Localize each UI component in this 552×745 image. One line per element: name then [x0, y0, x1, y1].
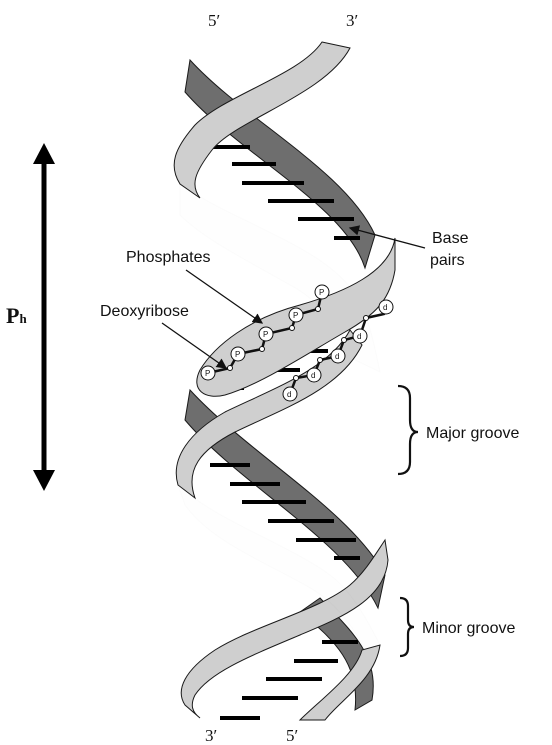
- pitch-arrow: [33, 143, 55, 491]
- base-pair-bar: [232, 162, 276, 166]
- base-pairs-label-line1: Base: [432, 230, 469, 247]
- base-pair-bar: [296, 538, 356, 542]
- linker-dot: [294, 376, 299, 381]
- base-pairs-label-line2: pairs: [430, 252, 465, 269]
- major-groove-brace: [398, 386, 418, 474]
- base-pair-bar: [230, 482, 280, 486]
- linker-dot: [228, 366, 233, 371]
- deoxyribose-label: Deoxyribose: [100, 303, 189, 320]
- linker-dot: [316, 307, 321, 312]
- major-groove-label: Major groove: [426, 425, 519, 442]
- phosphates-label: Phosphates: [126, 249, 211, 266]
- deoxyribose-bead-label: d: [335, 352, 339, 361]
- strand-end-bottom-right: 5′: [286, 726, 298, 745]
- deoxyribose-bead-label: d: [357, 332, 361, 341]
- base-pair-bar: [322, 640, 358, 644]
- phosphate-bead-label: P: [205, 369, 210, 378]
- phosphate-bead-label: P: [293, 311, 298, 320]
- deoxyribose-pointer: [162, 323, 226, 368]
- base-pair-bar: [242, 500, 306, 504]
- pitch-label: Ph: [6, 303, 27, 328]
- base-pair-bar: [334, 236, 360, 240]
- base-pair-bar: [210, 463, 250, 467]
- minor-groove-label: Minor groove: [422, 620, 515, 637]
- base-pair-bar: [334, 556, 360, 560]
- strand-end-bottom-left: 3′: [205, 726, 217, 745]
- base-pair-bar: [242, 696, 298, 700]
- strand-end-top-left: 5′: [208, 11, 220, 30]
- linker-dot: [364, 316, 369, 321]
- base-pair-bar: [220, 716, 260, 720]
- base-pair-bar: [268, 519, 334, 523]
- base-pair-bar: [242, 181, 304, 185]
- minor-groove-brace: [400, 598, 414, 656]
- phosphate-bead-label: P: [263, 330, 268, 339]
- phosphates-pointer: [186, 270, 262, 323]
- deoxyribose-bead-label: d: [311, 371, 315, 380]
- linker-dot: [260, 347, 265, 352]
- base-pair-bar: [298, 217, 354, 221]
- strand-end-top-right: 3′: [346, 11, 358, 30]
- phosphate-bead-label: P: [319, 288, 324, 297]
- linker-dot: [290, 326, 295, 331]
- base-pair-bar: [294, 659, 338, 663]
- base-pair-bar: [266, 677, 322, 681]
- linker-dot: [342, 338, 347, 343]
- base-pair-bar: [268, 199, 334, 203]
- deoxyribose-bead-label: d: [383, 303, 387, 312]
- phosphate-bead-label: P: [235, 350, 240, 359]
- deoxyribose-bead-label: d: [287, 390, 291, 399]
- linker-dot: [318, 358, 323, 363]
